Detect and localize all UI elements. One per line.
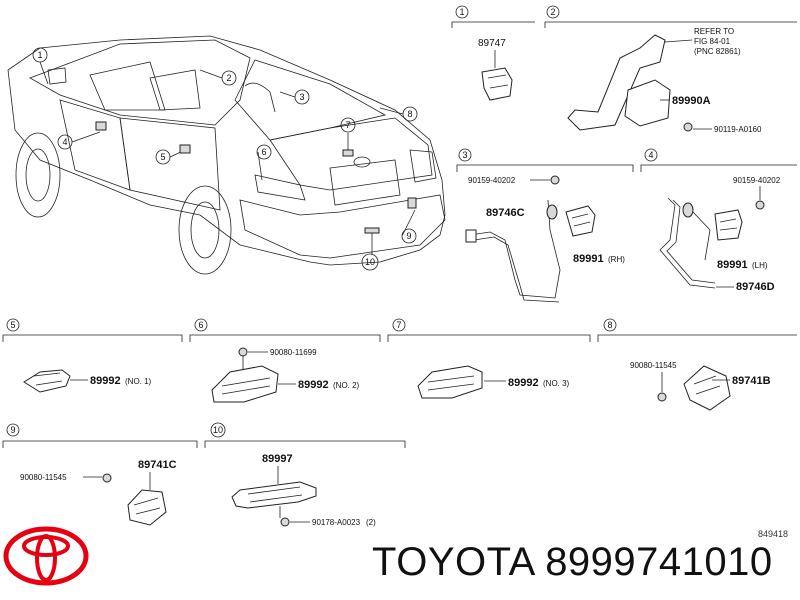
bolt-90080-11545-b-icon	[657, 392, 667, 402]
bolt-90159-rh-label: 90159-40202	[468, 176, 516, 185]
refer-to-text: REFER TO	[694, 27, 734, 36]
part-89992-no2-suffix: (NO. 2)	[333, 381, 360, 390]
part-89991-rh-label: 89991	[573, 253, 604, 265]
bolt-90119-label: 90119-A0160	[714, 125, 762, 134]
panel-2: 2 REFER TO FIG 84-01 (PNC 82861) 89990A …	[544, 5, 797, 134]
callout-1-label: 1	[37, 50, 42, 60]
part-89741c-sensor[interactable]	[127, 489, 167, 526]
part-89991-lh-side: (LH)	[752, 261, 768, 270]
panel-8-number: 8	[607, 320, 612, 330]
part-89997-bracket[interactable]	[231, 481, 317, 509]
bolt-90080-11545-c-icon	[102, 473, 112, 483]
part-89997-label: 89997	[262, 453, 293, 465]
bolt-90159-lh-label: 90159-40202	[733, 176, 781, 185]
pnc-ref-text: (PNC 82861)	[694, 47, 741, 56]
car-callout-4[interactable]: 4	[57, 134, 73, 150]
part-89746c-harness[interactable]	[469, 199, 561, 299]
panel-5-number: 5	[10, 320, 15, 330]
part-89992-no2-label: 89992	[298, 379, 329, 391]
part-89992-no3[interactable]	[417, 365, 483, 399]
bolt-90080-11699-icon	[238, 347, 248, 357]
part-number: 8999741010	[545, 540, 773, 584]
bolt-90080-11699-label: 90080-11699	[270, 348, 317, 357]
panel-1-number: 1	[459, 7, 464, 17]
bolt-90159-rh-icon	[550, 175, 560, 185]
callout-3-label: 3	[299, 92, 304, 102]
panel-10-number: 10	[213, 425, 223, 435]
toyota-logo-icon	[3, 526, 89, 586]
diagram-code: 849418	[758, 529, 789, 539]
part-89747-label: 89747	[478, 38, 506, 49]
car-illustration	[7, 35, 446, 275]
bolt-90080-11545-b-label: 90080-11545	[630, 361, 677, 370]
part-89990a-ecu[interactable]	[624, 79, 671, 127]
part-89991-rh-side: (RH)	[608, 255, 625, 264]
callout-9-label: 9	[406, 231, 411, 241]
part-89746c-label: 89746C	[486, 207, 525, 219]
bolt-90178-label: 90178-A0023	[312, 518, 361, 527]
part-89741b-label: 89741B	[732, 375, 771, 387]
part-89991-lh-sensor[interactable]	[714, 209, 743, 241]
panel-9: 9 90080-11545 89741C	[2, 423, 198, 526]
part-89990a-bracket[interactable]	[567, 34, 666, 131]
part-89992-no1[interactable]	[23, 369, 71, 393]
part-89990a-label: 89990A	[672, 95, 711, 107]
bolt-90159-lh-icon	[755, 200, 765, 210]
part-89992-no3-suffix: (NO. 3)	[543, 379, 570, 388]
part-89992-no3-label: 89992	[508, 377, 539, 389]
panel-2-number: 2	[550, 7, 555, 17]
part-89741c-label: 89741C	[138, 459, 177, 471]
fig-ref-text: FIG 84-01	[694, 37, 731, 46]
panel-4-number: 4	[648, 150, 653, 160]
car-callout-5[interactable]: 5	[155, 149, 171, 165]
part-89992-no2[interactable]	[211, 365, 279, 403]
callout-5-label: 5	[160, 152, 165, 162]
part-89741b-sensor[interactable]	[683, 365, 731, 411]
callout-4-label: 4	[62, 137, 67, 147]
car-callout-7[interactable]: 7	[340, 117, 356, 133]
callout-2-label: 2	[226, 73, 231, 83]
panel-1: 1 89747	[451, 5, 535, 101]
panel-7-number: 7	[396, 320, 401, 330]
bolt-90178-icon	[280, 517, 290, 527]
panel-9-number: 9	[10, 425, 15, 435]
part-89992-no1-label: 89992	[90, 375, 121, 387]
brand-name: TOYOTA	[372, 540, 534, 584]
part-89746d-harness[interactable]	[659, 197, 716, 289]
car-callout-2[interactable]: 2	[221, 70, 237, 86]
panel-8: 8 90080-11545 89741B	[597, 318, 797, 411]
part-89991-lh-label: 89991	[717, 259, 748, 271]
callout-6-label: 6	[261, 147, 266, 157]
part-89747-sensor[interactable]	[481, 67, 513, 101]
panel-6: 6 90080-11699 89992 (NO. 2)	[189, 318, 381, 403]
bolt-90080-11545-c-label: 90080-11545	[20, 473, 67, 482]
car-callout-8[interactable]: 8	[402, 106, 418, 122]
callout-7-label: 7	[345, 120, 350, 130]
panel-3: 3 90159-40202 89746C 89991 (RH)	[456, 148, 634, 303]
panel-10: 10 89997 90178-A0023 (2)	[204, 422, 406, 527]
part-89992-no1-suffix: (NO. 1)	[125, 377, 152, 386]
car-callout-9[interactable]: 9	[401, 228, 417, 244]
part-89991-rh-sensor[interactable]	[565, 205, 596, 237]
part-89746d-label: 89746D	[736, 281, 775, 293]
callout-8-label: 8	[407, 109, 412, 119]
panel-7: 7 89992 (NO. 3)	[387, 318, 591, 399]
car-callout-1[interactable]: 1	[32, 47, 48, 63]
panel-6-number: 6	[198, 320, 203, 330]
car-callout-10[interactable]: 10	[361, 253, 379, 271]
callout-10-label: 10	[365, 257, 375, 267]
panel-3-number: 3	[462, 150, 467, 160]
bolt-90119-icon	[683, 122, 693, 132]
car-callout-3[interactable]: 3	[294, 89, 310, 105]
bolt-90178-qty: (2)	[366, 518, 376, 527]
brand-part-number-caption: TOYOTA 8999741010	[372, 540, 773, 585]
car-callout-6[interactable]: 6	[256, 144, 272, 160]
panel-5: 5 89992 (NO. 1)	[2, 318, 183, 393]
panel-4: 4 90159-40202 89991 (LH) 89746D	[640, 148, 797, 293]
